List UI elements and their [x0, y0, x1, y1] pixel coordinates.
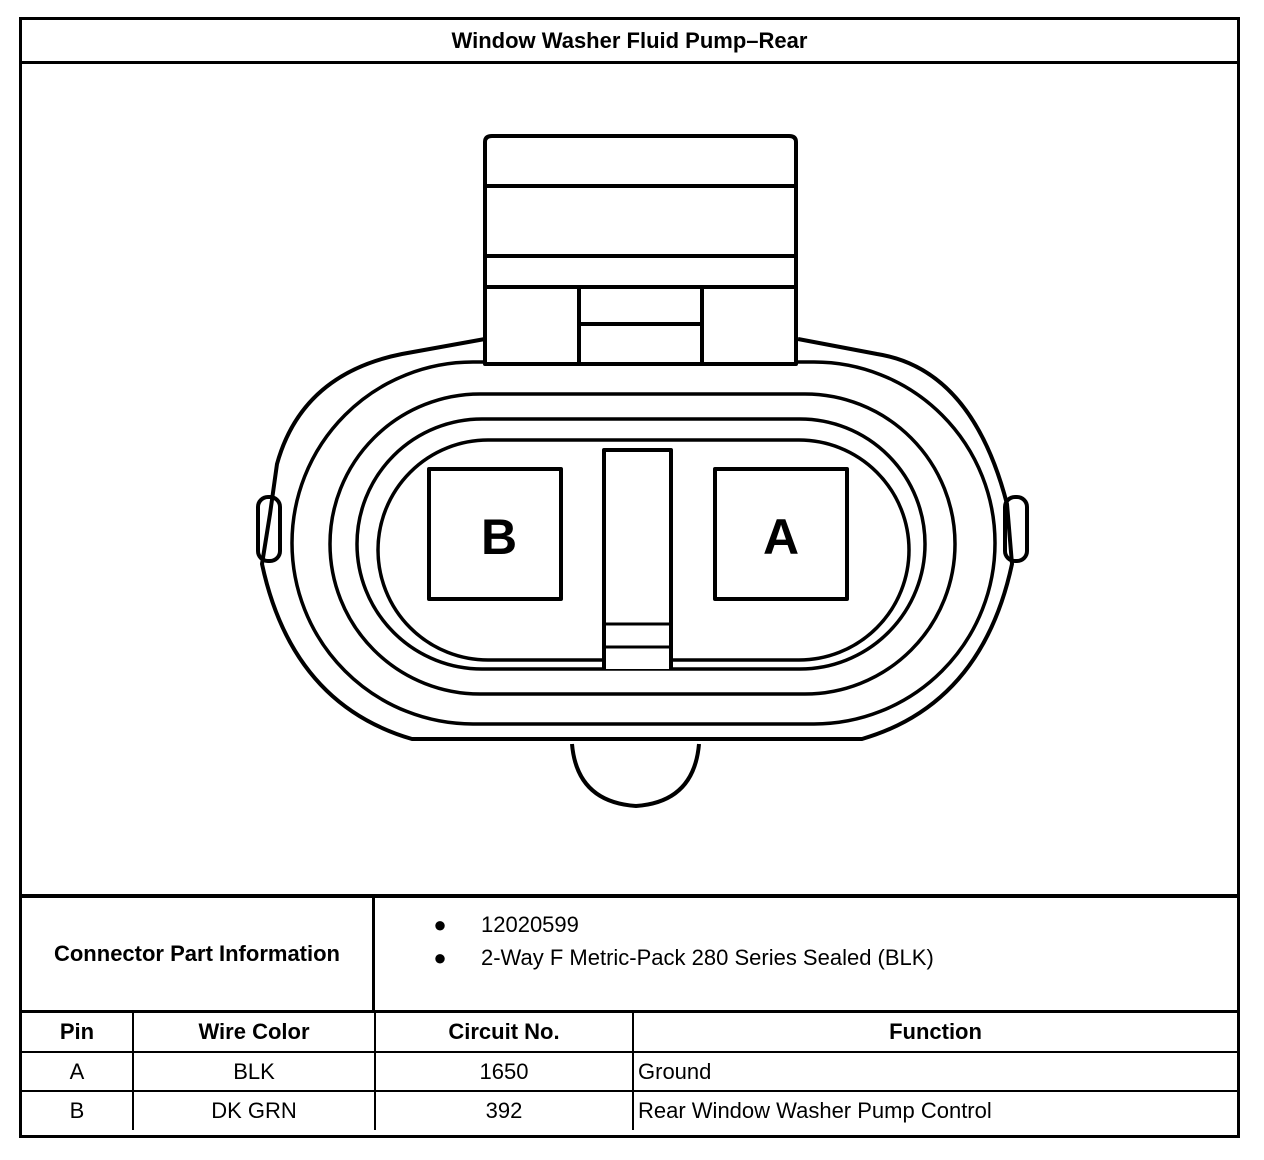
- function-cell: Rear Window Washer Pump Control: [632, 1090, 1237, 1130]
- circuit-no-cell: 1650: [374, 1051, 634, 1092]
- connector-face-diagram: B A: [22, 64, 1237, 894]
- connector-bottom-tab: [570, 743, 701, 808]
- part-info-list: ● 12020599 ● 2-Way F Metric-Pack 280 Ser…: [378, 908, 934, 974]
- connector-diagram-sheet: Window Washer Fluid Pump–Rear: [19, 17, 1240, 1138]
- header-wire-color: Wire Color: [132, 1013, 376, 1053]
- header-pin: Pin: [22, 1013, 134, 1053]
- connector-seal-ring-middle: [328, 392, 957, 696]
- table-row: A BLK 1650 Ground: [22, 1051, 1237, 1092]
- cavity-b: [427, 467, 563, 601]
- part-info-item: ● 12020599: [378, 908, 934, 941]
- diagram-title: Window Washer Fluid Pump–Rear: [22, 20, 1237, 64]
- circuit-no-cell: 392: [374, 1090, 634, 1130]
- pinout-header-row: Pin Wire Color Circuit No. Function: [22, 1013, 1237, 1053]
- pinout-table: Pin Wire Color Circuit No. Function A BL…: [22, 1013, 1237, 1130]
- wire-color-cell: DK GRN: [132, 1090, 376, 1130]
- bullet-icon: ●: [433, 912, 447, 937]
- part-info-item: ● 2-Way F Metric-Pack 280 Series Sealed …: [378, 941, 934, 974]
- part-number: 12020599: [481, 912, 579, 937]
- connector-center-rib: [602, 448, 673, 669]
- function-cell: Ground: [632, 1051, 1237, 1092]
- connector-left-ear: [256, 495, 282, 563]
- pin-cell: B: [22, 1090, 134, 1130]
- cavity-a: [713, 467, 849, 601]
- table-row: B DK GRN 392 Rear Window Washer Pump Con…: [22, 1090, 1237, 1130]
- part-description: 2-Way F Metric-Pack 280 Series Sealed (B…: [481, 945, 934, 970]
- header-circuit-no: Circuit No.: [374, 1013, 634, 1053]
- cavity-a-label: A: [763, 509, 799, 565]
- header-function: Function: [632, 1013, 1237, 1053]
- connector-part-info: Connector Part Information ● 12020599 ● …: [22, 894, 1237, 1013]
- part-info-label: Connector Part Information: [22, 898, 375, 1010]
- pin-cell: A: [22, 1051, 134, 1092]
- connector-right-ear: [1003, 495, 1029, 563]
- connector-lock-tab: [483, 134, 798, 366]
- wire-color-cell: BLK: [132, 1051, 376, 1092]
- cavity-b-label: B: [481, 509, 517, 565]
- connector-outer-housing: [260, 337, 1014, 741]
- bullet-icon: ●: [433, 945, 447, 970]
- connector-face-drawing: B A: [256, 134, 1029, 808]
